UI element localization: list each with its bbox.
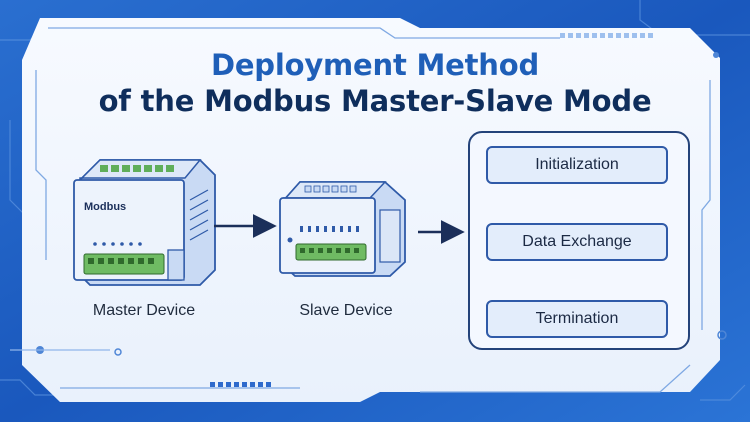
flow-step-initialization: Initialization (486, 146, 668, 184)
flow-step-data-exchange: Data Exchange (486, 223, 668, 261)
page-title-line-2: of the Modbus Master-Slave Mode (98, 84, 652, 118)
page-title-line-1: Deployment Method (210, 48, 540, 82)
flow-step-termination: Termination (486, 300, 668, 338)
slave-device-label: Slave Device (299, 302, 393, 319)
master-device-label: Master Device (92, 302, 196, 319)
